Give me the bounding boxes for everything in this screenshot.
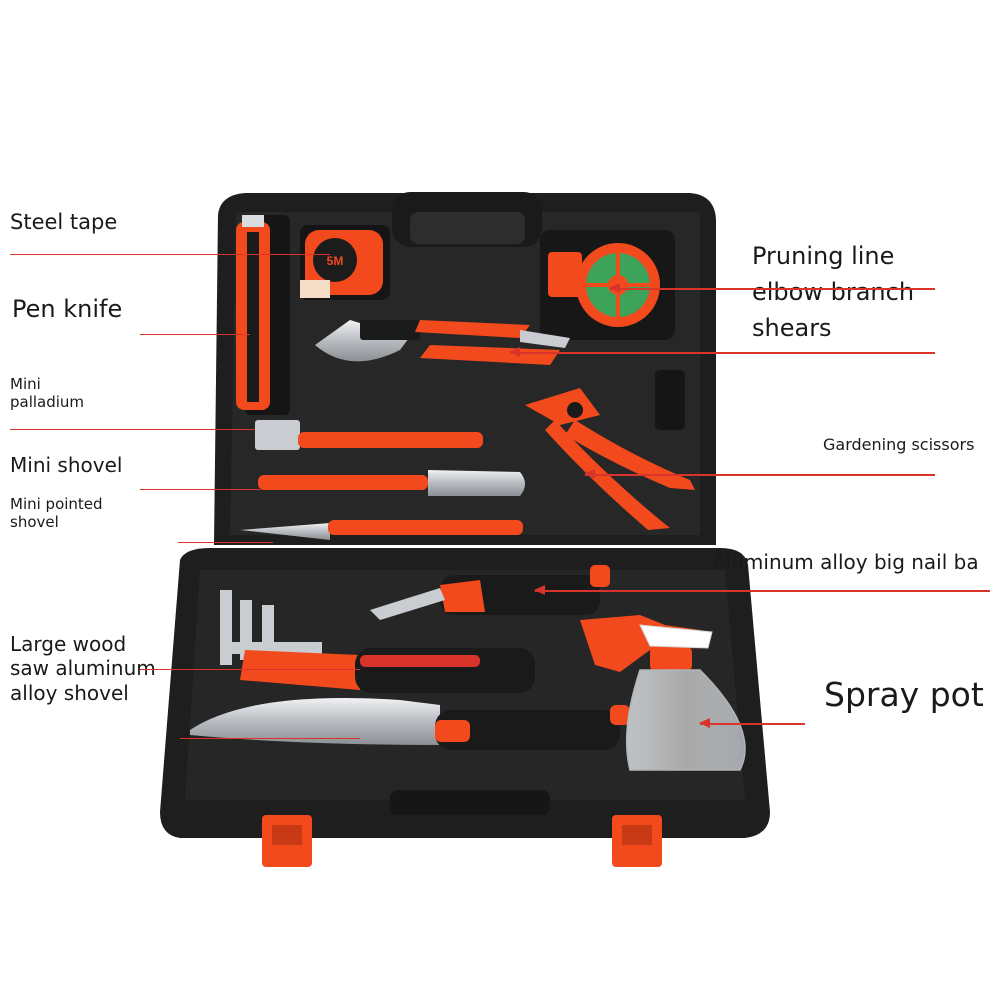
label-mini-palladium: Mini palladium	[10, 375, 85, 412]
spray-pot	[580, 615, 746, 771]
hand-fork	[220, 590, 322, 665]
label-gardening-scissors: Gardening scissors	[823, 435, 975, 454]
leader-nail-bar	[534, 586, 990, 594]
label-pen-knife: Pen knife	[12, 295, 123, 323]
leader-spray-pot	[699, 719, 805, 727]
elbow-branch-shears	[315, 320, 570, 365]
mini-palladium	[255, 420, 483, 450]
label-mini-pointed-shovel: Mini pointed shovel	[10, 495, 103, 532]
label-spray-pot: Spray pot	[824, 675, 984, 714]
label-mini-shovel: Mini shovel	[10, 453, 123, 477]
aluminum-alloy-nail-bar	[370, 565, 610, 620]
pen-knife	[236, 215, 270, 410]
leader-gardening-scissors	[584, 470, 935, 478]
leader-aluminum-alloy-shovel	[180, 738, 360, 739]
aluminum-alloy-shovel	[190, 698, 630, 750]
mini-shovel	[258, 470, 525, 496]
leader-steel-tape	[10, 254, 330, 255]
leader-mini-shovel	[140, 489, 260, 490]
leader-large-wood-saw	[140, 669, 360, 670]
large-trowel	[240, 648, 535, 693]
leader-pruning-line	[609, 284, 935, 292]
mini-pointed-shovel	[240, 520, 523, 540]
label-aluminum-alloy-big-nail-bar: Aluminum alloy big nail ba	[712, 550, 979, 574]
leader-mini-palladium	[10, 429, 255, 430]
leader-pen-knife	[140, 334, 250, 335]
steel-tape: 5M	[300, 230, 383, 298]
leader-mini-pointed-shovel	[178, 542, 273, 543]
label-pruning-line-elbow-branch-shears: Pruning line elbow branch shears	[752, 242, 915, 342]
tape-marking: 5M	[327, 254, 344, 268]
label-large-wood-saw-aluminum-alloy-shovel: Large wood saw aluminum alloy shovel	[10, 632, 156, 705]
label-steel-tape: Steel tape	[10, 210, 118, 234]
leader-elbow-branch-shears	[509, 348, 935, 356]
